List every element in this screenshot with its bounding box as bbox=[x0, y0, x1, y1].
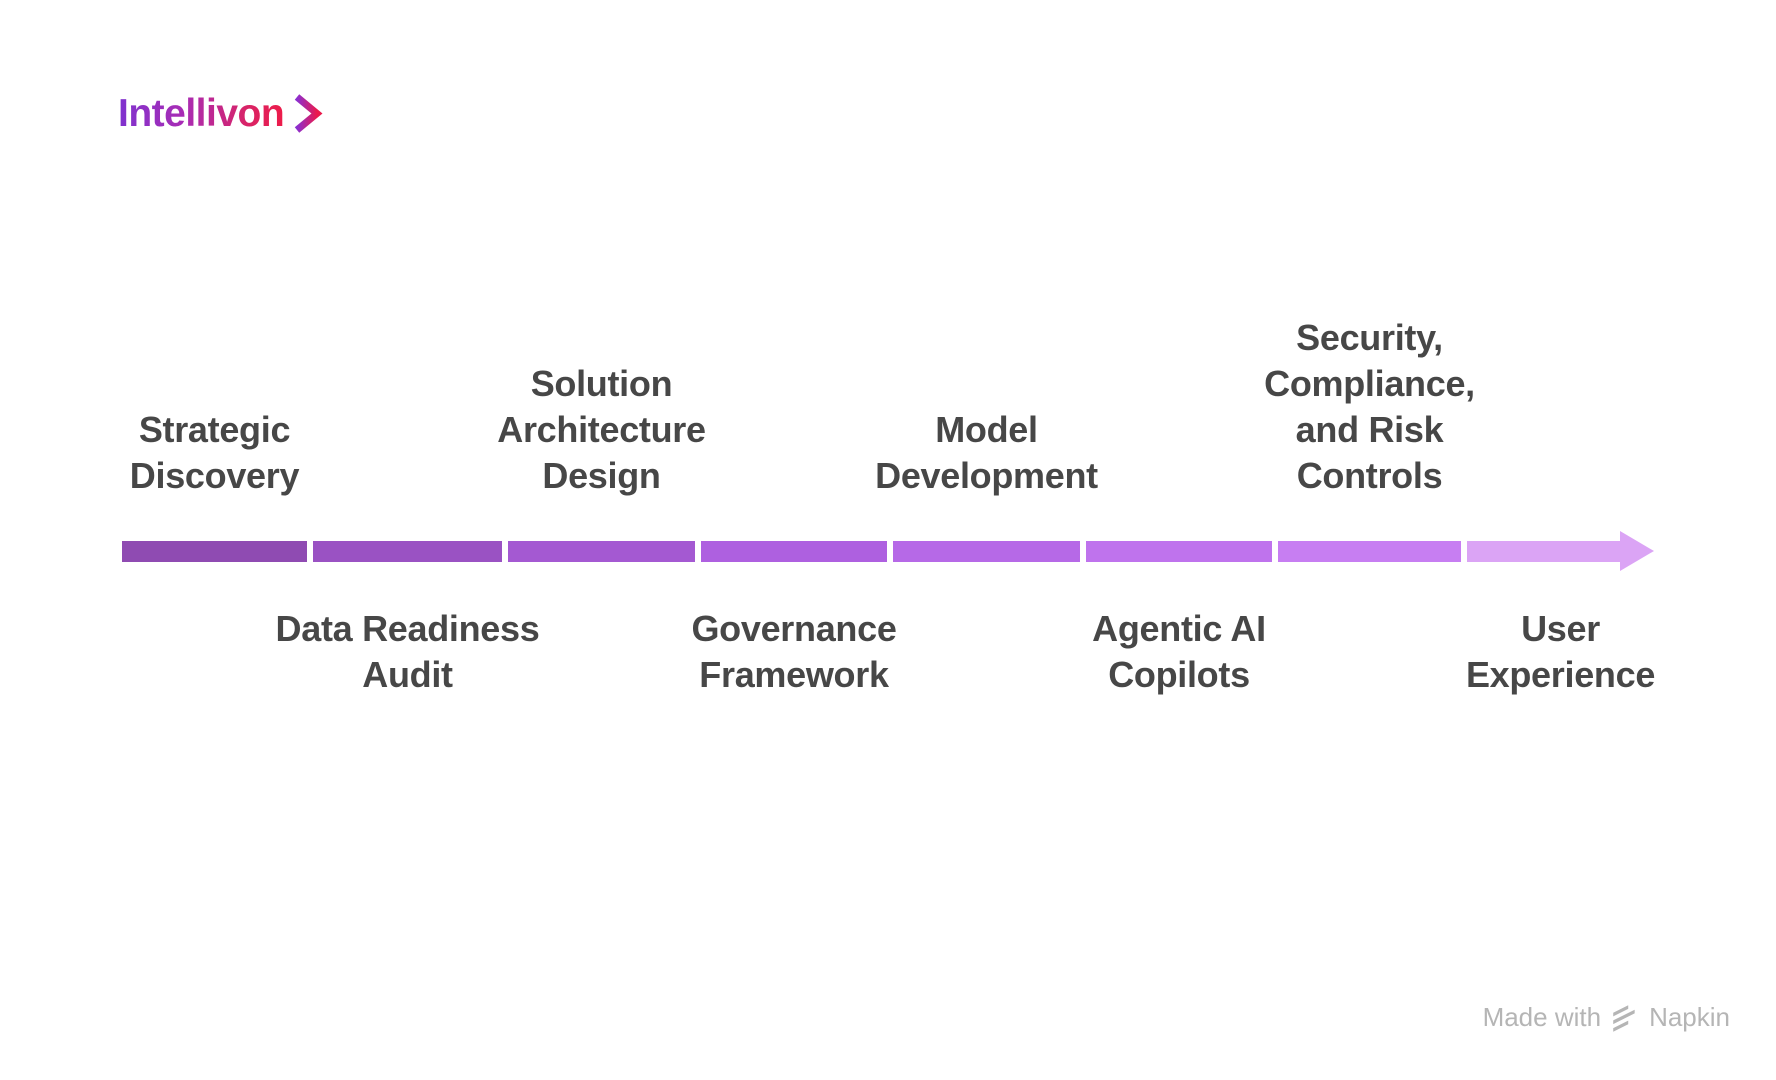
timeline-segment bbox=[313, 541, 502, 562]
napkin-icon bbox=[1613, 1005, 1635, 1032]
watermark: Made with Napkin bbox=[1483, 1002, 1730, 1032]
phase-label-line: Model bbox=[935, 409, 1038, 450]
watermark-brand: Napkin bbox=[1649, 1002, 1730, 1032]
brand-name: Intellivon bbox=[118, 92, 285, 135]
phase-label-line: and Risk bbox=[1295, 409, 1444, 450]
timeline-segment bbox=[1278, 541, 1461, 562]
phase-label-line: Experience bbox=[1465, 654, 1656, 695]
watermark-prefix: Made with bbox=[1482, 1002, 1602, 1032]
phase-label-line: Governance bbox=[691, 608, 897, 649]
timeline-segment bbox=[508, 541, 695, 562]
timeline-segment bbox=[893, 541, 1080, 562]
phase-label-line: Agentic AI bbox=[1092, 608, 1266, 649]
timeline-segment bbox=[122, 541, 307, 562]
timeline-arrowhead bbox=[1620, 531, 1654, 571]
timeline-segment bbox=[701, 541, 887, 562]
phase-label-line: User bbox=[1521, 608, 1600, 649]
chevron-right-icon bbox=[294, 94, 323, 133]
phase-label: Agentic AI Copilots bbox=[1092, 606, 1266, 698]
timeline-segment bbox=[1086, 541, 1272, 562]
phase-label-line: Design bbox=[542, 455, 661, 496]
phase-label-line: Architecture bbox=[497, 409, 706, 450]
phase-label-line: Discovery bbox=[129, 455, 300, 496]
phase-label-line: Audit bbox=[362, 654, 453, 695]
phase-label-line: Data Readiness bbox=[275, 608, 540, 649]
phase-label-line: Strategic bbox=[138, 409, 291, 450]
phase-label-line: Framework bbox=[699, 654, 889, 695]
phase-label-line: Security, bbox=[1296, 317, 1443, 358]
phase-label-line: Copilots bbox=[1108, 654, 1250, 695]
phase-label-line: Solution bbox=[530, 363, 673, 404]
phase-label-line: Compliance, bbox=[1264, 363, 1475, 404]
phase-label-line: Development bbox=[875, 455, 1098, 496]
timeline-segment bbox=[1467, 541, 1620, 562]
brand-logo: Intellivon bbox=[118, 92, 323, 135]
phase-label-line: Controls bbox=[1296, 455, 1443, 496]
